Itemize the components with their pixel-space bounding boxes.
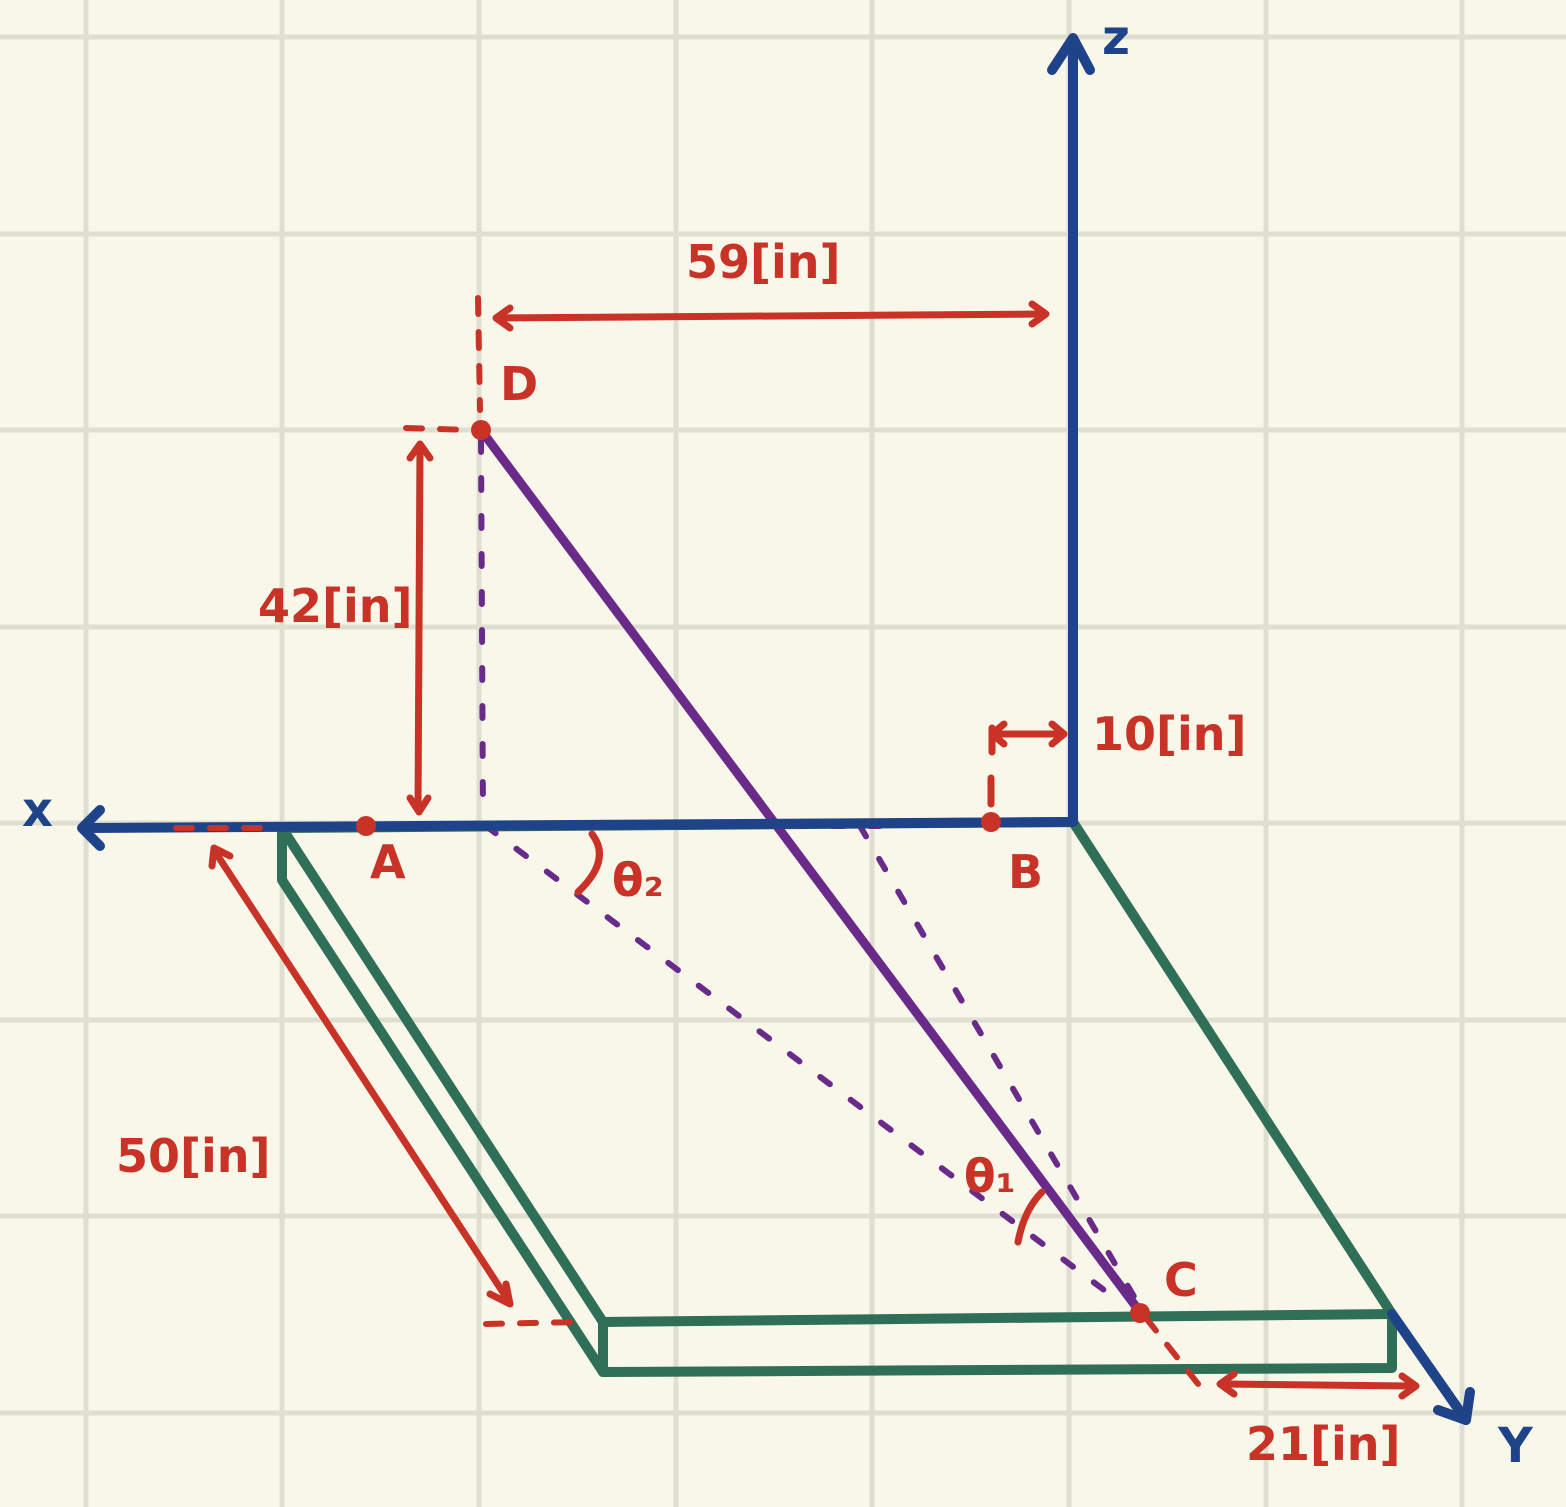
point-a-label: A: [370, 835, 406, 889]
dim-21-label: 21[in]: [1246, 1417, 1401, 1471]
theta-1-label: θ₁: [964, 1149, 1016, 1203]
point-b-dot: [981, 812, 1001, 832]
dim-42: [403, 425, 473, 816]
points: [356, 420, 1150, 1323]
dim-59-label: 59[in]: [686, 235, 841, 289]
dim-42-label: 42[in]: [258, 579, 413, 633]
dim-10: [987, 720, 1068, 808]
y-axis-label: Y: [1497, 1418, 1534, 1474]
dim-10-label: 10[in]: [1092, 707, 1247, 761]
point-d-label: D: [500, 357, 538, 411]
dim-50: [208, 844, 583, 1327]
x-axis-label: x: [22, 782, 53, 838]
y-axis: [1387, 1309, 1471, 1425]
point-b-label: B: [1008, 845, 1043, 899]
dim-21: [1143, 1315, 1420, 1400]
theta-1-arc: [1014, 1188, 1046, 1246]
theta-2-label: θ₂: [612, 853, 664, 907]
z-axis-label: z: [1102, 10, 1130, 66]
point-c-dot: [1130, 1303, 1150, 1323]
x-axis: [79, 817, 1078, 833]
point-c-label: C: [1164, 1253, 1198, 1307]
point-d-dot: [471, 420, 491, 440]
x-axis-arrow: [77, 805, 105, 851]
theta-2-arc: [574, 830, 603, 896]
cable-dc: [476, 425, 1145, 1317]
y-axis-arrow: [1433, 1387, 1475, 1425]
dim-50-label: 50[in]: [116, 1129, 271, 1183]
z-axis-arrow: [1047, 33, 1095, 75]
dim-59: [475, 295, 1050, 413]
point-a-dot: [356, 816, 376, 836]
